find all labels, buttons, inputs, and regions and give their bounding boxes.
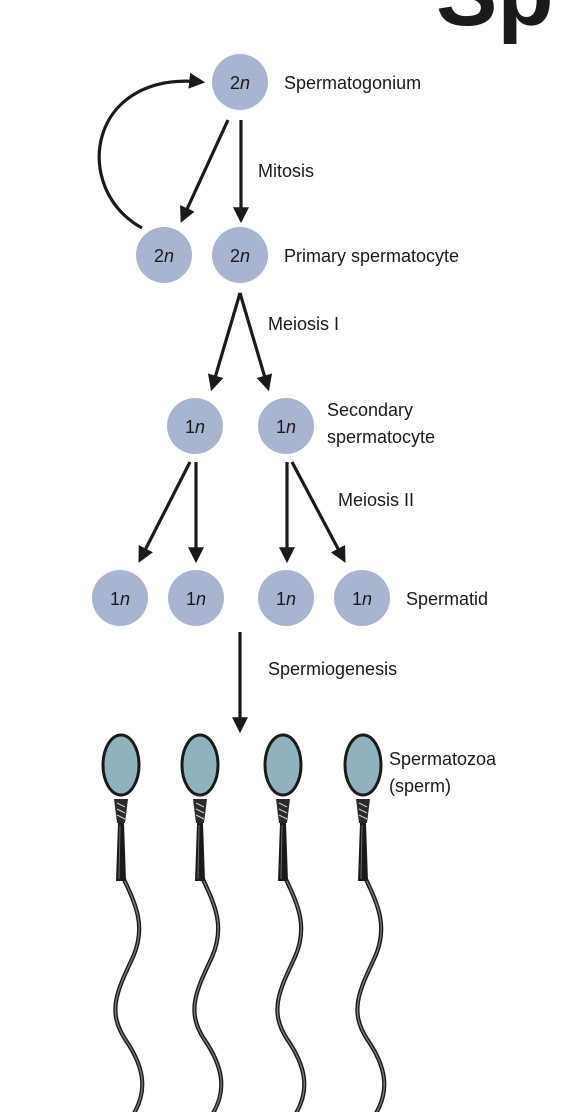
primary-spermatocyte-label: Primary spermatocyte (284, 246, 459, 266)
spermatid-ploidy-2: 1n (186, 589, 206, 609)
spermatogonium-ploidy: 2n (230, 73, 250, 93)
spermatid-ploidy-1: 1n (110, 589, 130, 609)
spermatid-cell-1: 1n (92, 570, 148, 626)
spermatid-ploidy-3: 1n (276, 589, 296, 609)
spermatogonium-label: Spermatogonium (284, 73, 421, 93)
header-fragment: Sp (436, 0, 554, 45)
self-renewal-arrow (97, 72, 206, 230)
spermatogonium-cell: 2n (212, 54, 268, 110)
secondary-spermatocyte-label-line1: Secondary (327, 400, 413, 420)
secondary-ploidy-left: 1n (185, 417, 205, 437)
sperm-4 (345, 735, 384, 1112)
spermiogenesis-label: Spermiogenesis (268, 659, 397, 679)
secondary-spermatocyte-cell-right: 1n (258, 398, 314, 454)
meiosis2-arrow-1 (138, 461, 192, 563)
sperm-3 (265, 735, 304, 1112)
meiosis2-arrow-4 (290, 461, 346, 563)
arrows (97, 72, 346, 734)
mitosis-arrow-left (180, 119, 230, 223)
spermatid-ploidy-4: 1n (352, 589, 372, 609)
primary-spermatocyte-cell: 2n (212, 227, 268, 283)
spermatid-cell-4: 1n (334, 570, 390, 626)
sperm-1 (103, 735, 142, 1112)
spermatid-label: Spermatid (406, 589, 488, 609)
spermatozoa-label-line2: (sperm) (389, 776, 451, 796)
secondary-spermatocyte-label-line2: spermatocyte (327, 427, 435, 447)
spermatid-cell-3: 1n (258, 570, 314, 626)
spermatozoa-label-line1: Spermatozoa (389, 749, 497, 769)
meiosis2-label: Meiosis II (338, 490, 414, 510)
meiosis1-arrow-left (207, 292, 242, 392)
meiosis1-label: Meiosis I (268, 314, 339, 334)
sperm-2 (182, 735, 221, 1112)
mitosis-label: Mitosis (258, 161, 314, 181)
secondary-spermatocyte-cell-left: 1n (167, 398, 223, 454)
renewal-ploidy: 2n (154, 246, 174, 266)
secondary-ploidy-right: 1n (276, 417, 296, 437)
spermatid-cell-2: 1n (168, 570, 224, 626)
primary-ploidy: 2n (230, 246, 250, 266)
renewal-cell: 2n (136, 227, 192, 283)
meiosis1-arrow-right (238, 292, 273, 392)
